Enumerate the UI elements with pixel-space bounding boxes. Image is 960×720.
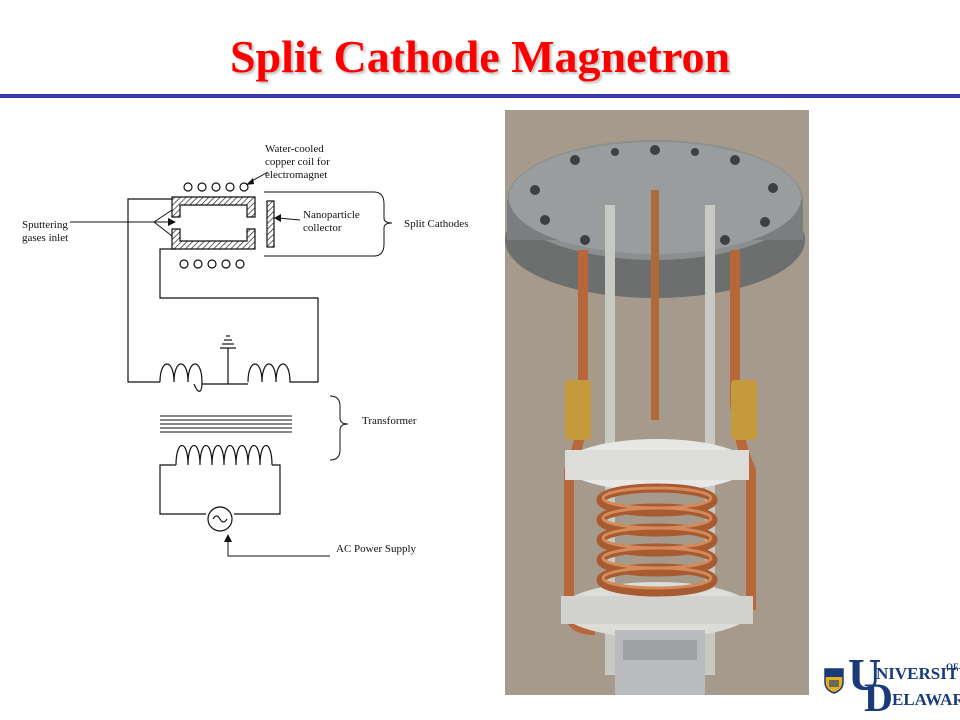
coil-label-1: Water-cooled bbox=[265, 143, 324, 155]
magnetron-schematic: Water-cooled copper coil for electromagn… bbox=[22, 143, 468, 557]
coil-label-3: electromagnet bbox=[265, 169, 327, 181]
logo-text-of: OF bbox=[946, 662, 959, 672]
nanoparticle-collector-plate bbox=[266, 200, 275, 248]
magnetron-assembly-photo bbox=[505, 110, 809, 695]
logo-text-university: NIVERSITY bbox=[876, 664, 960, 683]
coil-top bbox=[183, 182, 249, 192]
coil-label-2: copper coil for bbox=[265, 156, 330, 168]
gas-inlet-label-2: gases inlet bbox=[22, 232, 68, 244]
transformer-label: Transformer bbox=[362, 415, 417, 427]
university-of-delaware-logo: U NIVERSITY OF D ELAWARE bbox=[818, 652, 960, 720]
split-cathodes-label: Split Cathodes bbox=[404, 218, 468, 230]
lower-cathode bbox=[171, 228, 256, 250]
logo-letter-d: D bbox=[864, 675, 893, 720]
shield-icon bbox=[824, 668, 844, 694]
upper-cathode bbox=[171, 196, 256, 218]
gas-inlet-label-1: Sputtering bbox=[22, 219, 68, 231]
logo-letter-u: U bbox=[848, 649, 882, 700]
title-rule bbox=[0, 94, 960, 98]
logo-text-delaware: ELAWARE bbox=[892, 690, 960, 709]
slide-title: Split Cathode Magnetron bbox=[229, 31, 731, 82]
collector-label-1: Nanoparticle bbox=[303, 209, 360, 221]
collector-label-2: collector bbox=[303, 222, 342, 234]
coil-bottom bbox=[179, 259, 245, 269]
ac-supply-label: AC Power Supply bbox=[336, 543, 417, 555]
